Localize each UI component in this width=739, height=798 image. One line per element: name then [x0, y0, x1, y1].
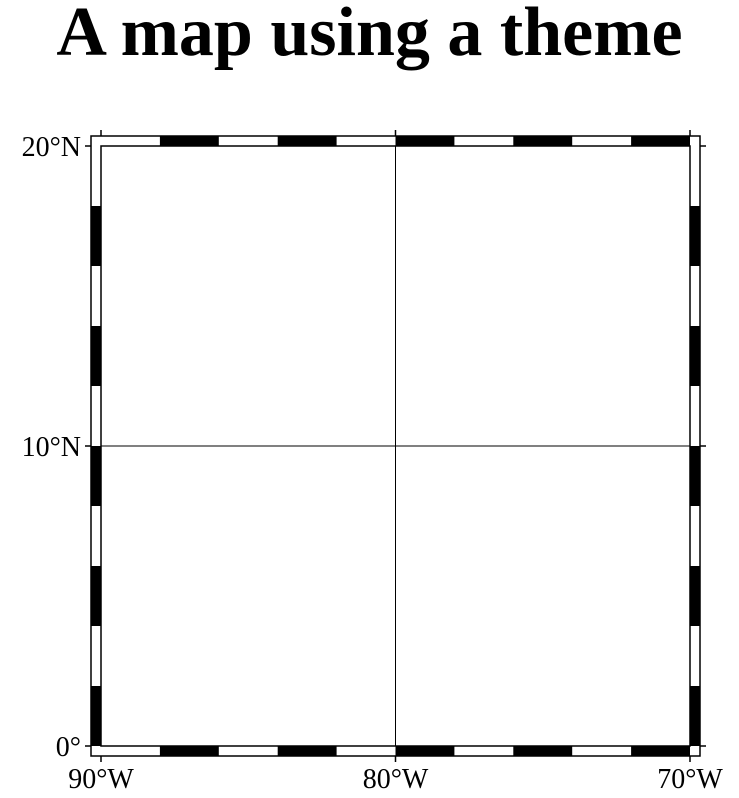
frame-segment-left [91, 446, 101, 506]
frame-segment-top [277, 136, 337, 146]
frame-segment-bottom [631, 746, 690, 756]
frame-segment-left [91, 206, 101, 266]
map-title: A map using a theme [56, 0, 683, 71]
frame-segment-left [91, 566, 101, 626]
frame-segment-bottom [513, 746, 573, 756]
y-tick-label: 10°N [22, 432, 81, 463]
x-tick-label: 90°W [68, 764, 134, 795]
frame-segment-bottom [395, 746, 455, 756]
frame-segment-bottom [277, 746, 337, 756]
map-frame [85, 130, 706, 762]
y-tick-label: 0° [56, 732, 81, 763]
frame-segment-right [690, 206, 700, 266]
gridlines [101, 146, 690, 746]
frame-segment-left [91, 686, 101, 746]
frame-segment-top [513, 136, 573, 146]
frame-segment-top [159, 136, 219, 146]
frame-segment-right [690, 446, 700, 506]
frame-segment-right [690, 326, 700, 386]
x-tick-label: 70°W [657, 764, 723, 795]
frame-segment-bottom [159, 746, 219, 756]
axis-labels: 90°W 80°W 70°W 0° 10°N 20°N [22, 132, 724, 795]
frame-segment-right [690, 566, 700, 626]
frame-segment-top [395, 136, 455, 146]
frame-segment-right [690, 686, 700, 746]
y-tick-label: 20°N [22, 132, 81, 163]
frame-segment-top [631, 136, 690, 146]
x-tick-label: 80°W [363, 764, 429, 795]
frame-inner-outline [100, 145, 691, 747]
frame-segment-left [91, 326, 101, 386]
